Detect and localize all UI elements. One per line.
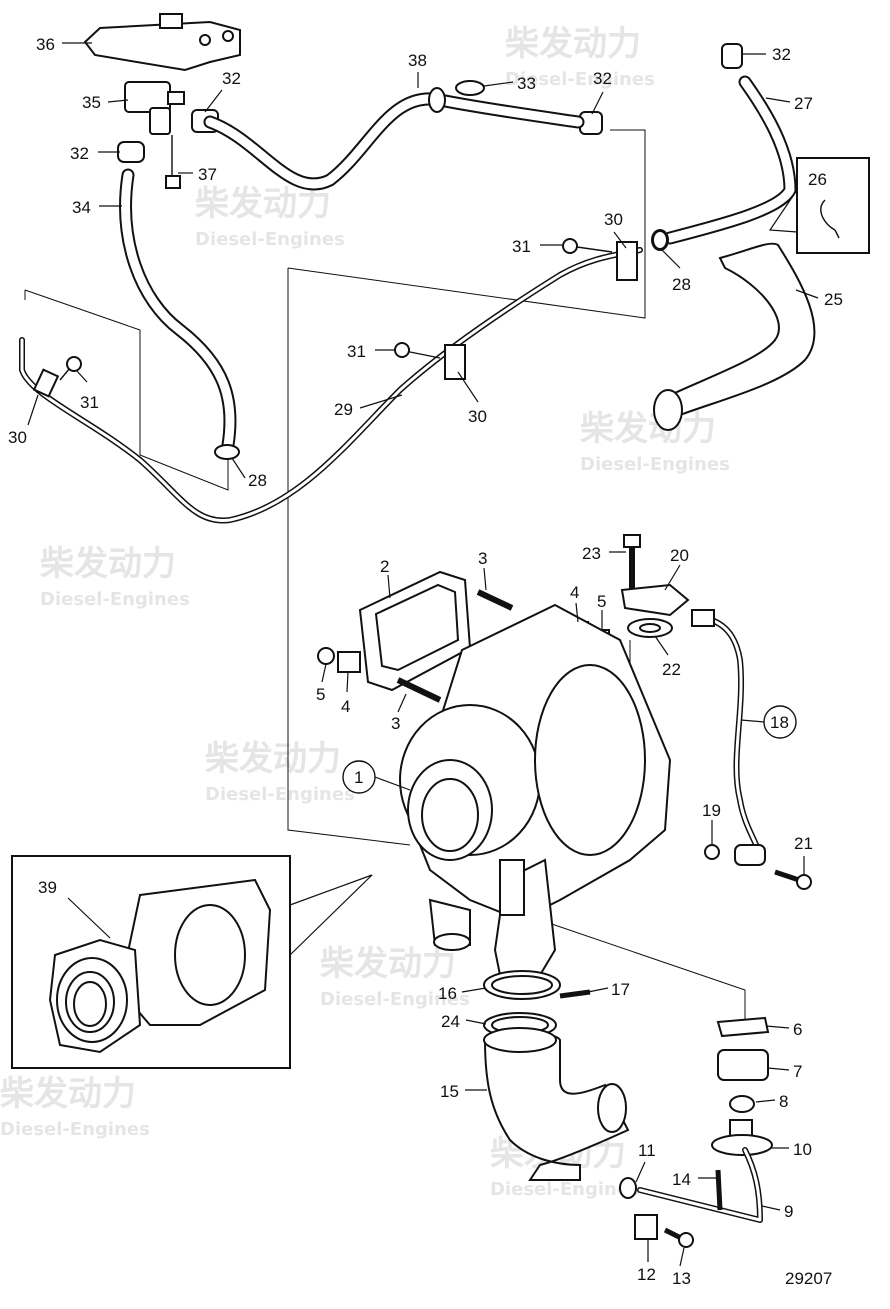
callout-31: 31: [347, 342, 366, 361]
callout-32: 32: [70, 144, 89, 163]
callout-28: 28: [248, 471, 267, 490]
callout-20: 20: [670, 546, 689, 565]
watermark-subtext: Diesel-Engines: [0, 1119, 150, 1140]
watermark-text: 柴发动力: [320, 944, 456, 984]
callout-1: 1: [354, 768, 363, 787]
callout-8: 8: [779, 1092, 788, 1111]
pipe-18: [691, 609, 812, 890]
callout-19: 19: [702, 801, 721, 820]
watermark-text: 柴发动力: [505, 24, 641, 64]
callout-25: 25: [824, 290, 843, 309]
watermark-text: 柴发动力: [205, 739, 341, 779]
callout-labels: 36 35 32 32 37 34 38 33 32 32 27 26 25 3…: [8, 35, 843, 1288]
callout-10: 10: [793, 1140, 812, 1159]
callout-7: 7: [793, 1062, 802, 1081]
hose-25: [653, 242, 816, 431]
callout-3: 3: [391, 714, 400, 733]
callout-31: 31: [80, 393, 99, 412]
watermark-layer: 柴发动力 Diesel-Engines 柴发动力 Diesel-Engines …: [0, 24, 730, 1200]
callout-11: 11: [638, 1141, 656, 1160]
callout-22: 22: [662, 660, 681, 679]
hose-34: [119, 168, 240, 460]
hose-27: [651, 75, 797, 251]
callout-37: 37: [198, 165, 217, 184]
turbocharger-1: [399, 603, 672, 976]
diagram-number: 29207: [785, 1269, 832, 1288]
flange-parts: [711, 1016, 773, 1156]
callout-27: 27: [794, 94, 813, 113]
bolts-31: [59, 238, 613, 381]
watermark-subtext: Diesel-Engines: [505, 69, 655, 90]
clamp-16: [483, 970, 591, 1000]
watermark-text: 柴发动力: [40, 544, 176, 584]
watermark-subtext: Diesel-Engines: [490, 1179, 640, 1200]
watermark-text: 柴发动力: [580, 409, 716, 449]
watermark-subtext: Diesel-Engines: [580, 454, 730, 475]
callout-12: 12: [637, 1265, 656, 1284]
callout-5: 5: [316, 685, 325, 704]
callout-33: 33: [517, 74, 536, 93]
watermark-text: 柴发动力: [0, 1074, 136, 1114]
watermark-subtext: Diesel-Engines: [40, 589, 190, 610]
leader-lines: [27, 42, 819, 1267]
callout-28: 28: [672, 275, 691, 294]
callout-16: 16: [438, 984, 457, 1003]
callout-36: 36: [36, 35, 55, 54]
callout-13: 13: [672, 1269, 691, 1288]
hose-38: [203, 80, 585, 191]
pipe-9: [619, 1147, 763, 1248]
callout-38: 38: [408, 51, 427, 70]
callout-32: 32: [222, 69, 241, 88]
callout-32: 32: [593, 69, 612, 88]
studs-3: [396, 589, 514, 703]
callout-35: 35: [82, 93, 101, 112]
valve-35: [124, 81, 185, 189]
watermark-subtext: Diesel-Engines: [320, 989, 470, 1010]
callout-5: 5: [597, 592, 606, 611]
callout-32: 32: [772, 45, 791, 64]
watermark-subtext: Diesel-Engines: [205, 784, 355, 805]
callout-2: 2: [380, 557, 389, 576]
elbow-15: [483, 1027, 630, 1181]
pipe-29: [19, 230, 668, 524]
callout-17: 17: [611, 980, 630, 999]
callout-24: 24: [441, 1012, 460, 1031]
callout-30: 30: [8, 428, 27, 447]
detail-box-26: [768, 157, 870, 254]
callout-4: 4: [341, 697, 350, 716]
callout-4: 4: [570, 583, 579, 602]
watermark-subtext: Diesel-Engines: [195, 229, 345, 250]
callout-26: 26: [808, 170, 827, 189]
callout-31: 31: [512, 237, 531, 256]
callout-29: 29: [334, 400, 353, 419]
callout-15: 15: [440, 1082, 459, 1101]
watermark-text: 柴发动力: [195, 184, 331, 224]
bracket-36: [83, 13, 241, 72]
valve-20: [620, 534, 690, 638]
callout-18: 18: [770, 713, 789, 732]
callout-34: 34: [72, 198, 91, 217]
callout-23: 23: [582, 544, 601, 563]
reference-lines: [24, 129, 746, 1020]
gasket-2: [358, 570, 472, 692]
inset-detail-39: [11, 855, 373, 1069]
callout-30: 30: [468, 407, 487, 426]
callout-21: 21: [794, 834, 813, 853]
callout-14: 14: [672, 1170, 691, 1189]
callout-6: 6: [793, 1020, 802, 1039]
callout-39: 39: [38, 878, 57, 897]
callout-9: 9: [784, 1202, 793, 1221]
callout-30: 30: [604, 210, 623, 229]
callout-3: 3: [478, 549, 487, 568]
